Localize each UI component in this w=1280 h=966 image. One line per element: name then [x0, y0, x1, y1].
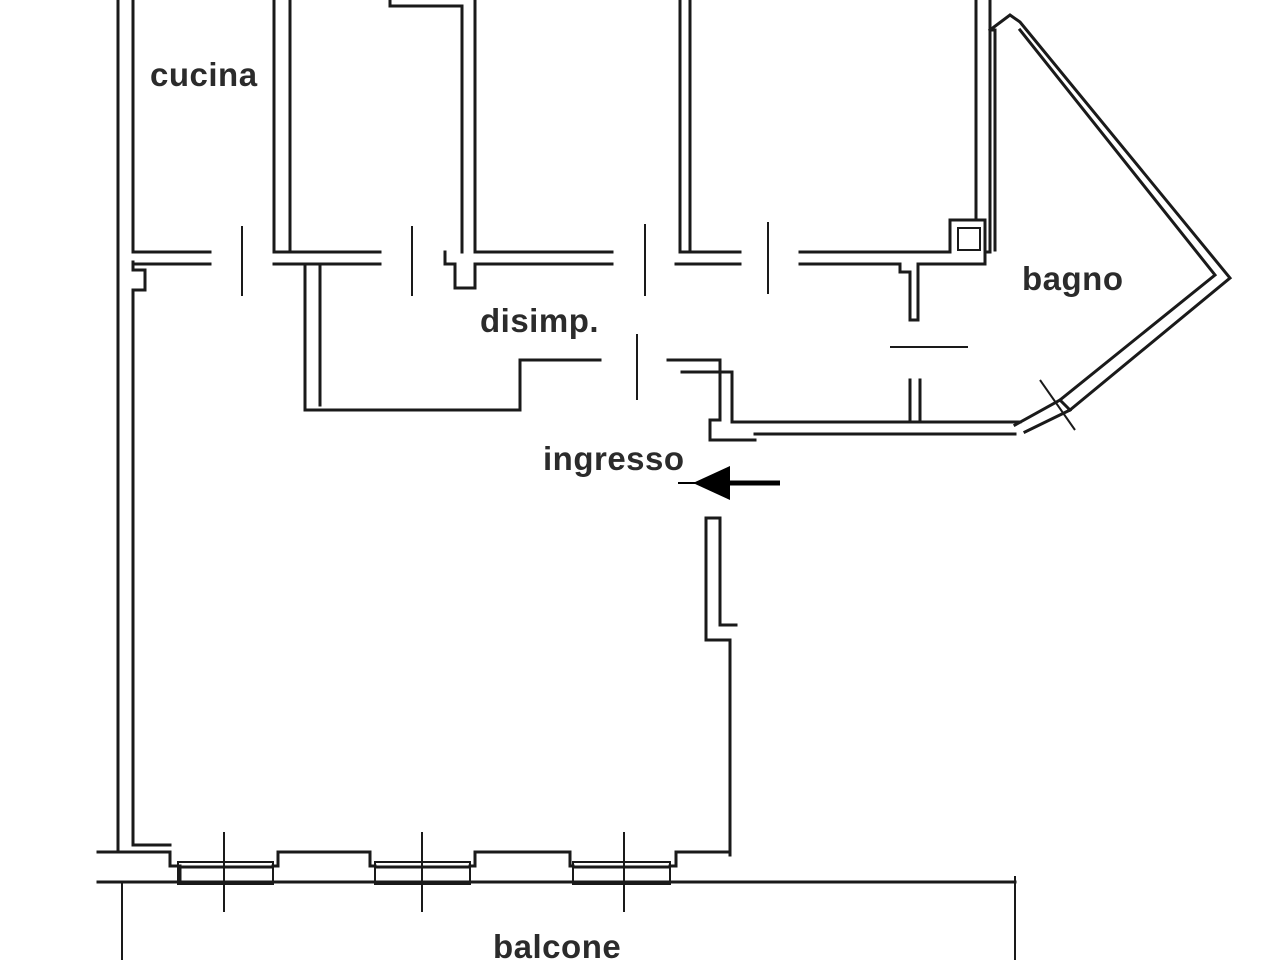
entrance-arrow-icon: [678, 466, 780, 500]
balcony-outline: [121, 876, 1016, 960]
room-label-entrance: ingresso: [543, 440, 685, 477]
left-exterior-wall: [116, 0, 147, 852]
bedroom-wall-1: [388, 0, 614, 290]
entrance-wall: [704, 516, 738, 857]
hallway-wall: [303, 262, 1022, 442]
room-label-kitchen: cucina: [150, 56, 258, 93]
bathroom-diagonal-wall: [987, 13, 1233, 435]
door-marks: [241, 222, 769, 400]
bedroom-wall-2: [674, 0, 992, 322]
bottom-wall-windows: [96, 832, 1017, 912]
room-label-hallway: disimp.: [480, 302, 600, 339]
kitchen-wall: [131, 0, 382, 266]
room-label-balcony: balcone: [493, 928, 622, 965]
room-label-bathroom: bagno: [1022, 260, 1124, 297]
